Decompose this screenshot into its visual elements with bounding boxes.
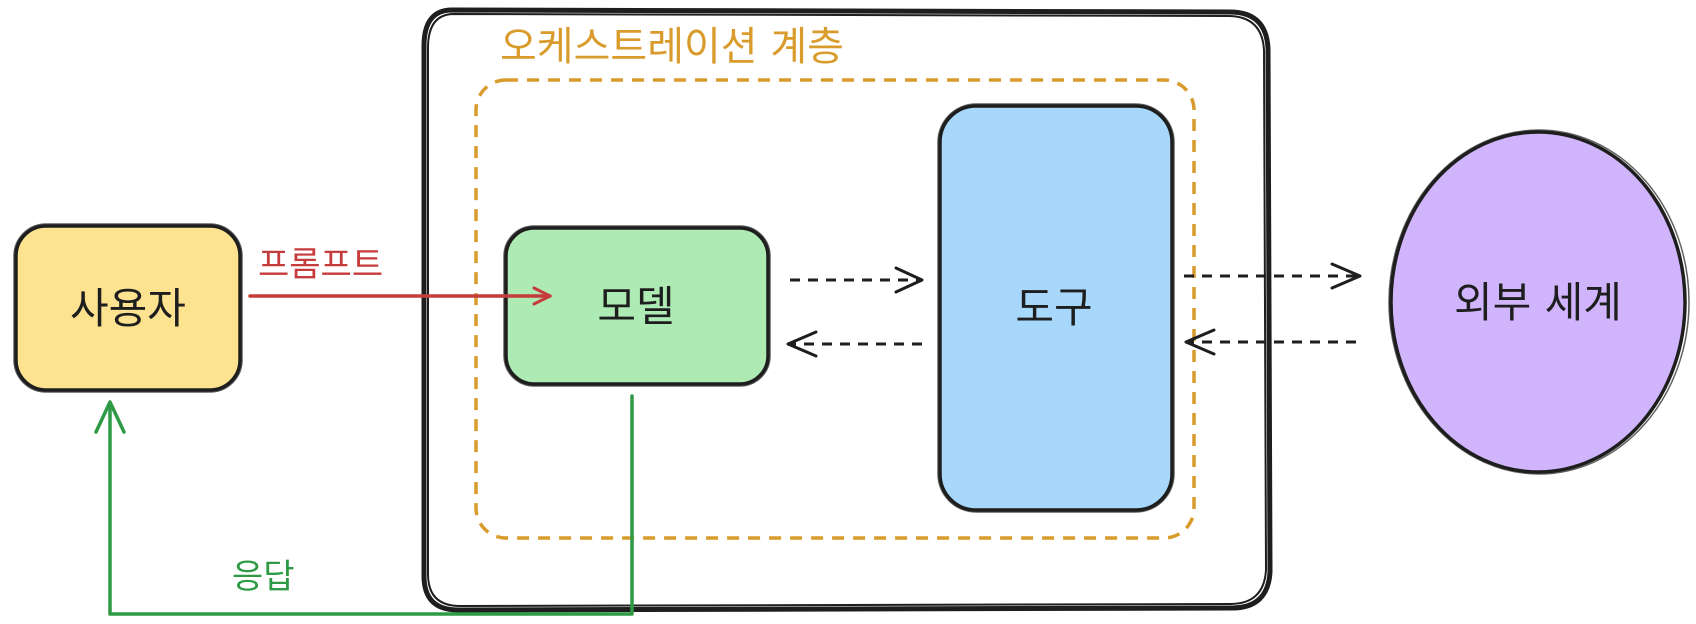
external-world-node[interactable]: 외부 세계: [1388, 129, 1690, 475]
orchestration-layer: 오케스트레이션 계층: [474, 24, 1196, 540]
world-to-tool-arrow: [1184, 328, 1356, 356]
system-container: [421, 7, 1273, 613]
response-arrow: 응답: [94, 394, 634, 616]
model-node[interactable]: 모델: [503, 225, 771, 387]
tool-to-model-arrow: [786, 330, 922, 358]
prompt-label: 프롬프트: [258, 245, 383, 285]
user-box[interactable]: [14, 224, 242, 392]
external-world-circle[interactable]: [1389, 130, 1687, 474]
model-to-tool-arrow: [790, 266, 924, 294]
orchestration-layer-label: 오케스트레이션 계층: [500, 24, 844, 70]
tool-box[interactable]: [938, 104, 1174, 512]
user-label: 사용자: [70, 284, 186, 333]
prompt-arrow: 프롬프트: [248, 245, 552, 306]
model-label: 모델: [597, 282, 674, 331]
model-box[interactable]: [504, 226, 770, 386]
external-world-label: 외부 세계: [1454, 278, 1622, 327]
tool-node[interactable]: 도구: [937, 103, 1175, 513]
tool-to-world-arrow: [1184, 262, 1362, 290]
response-label: 응답: [232, 557, 295, 597]
user-node[interactable]: 사용자: [13, 223, 243, 393]
tool-label: 도구: [1015, 283, 1092, 332]
